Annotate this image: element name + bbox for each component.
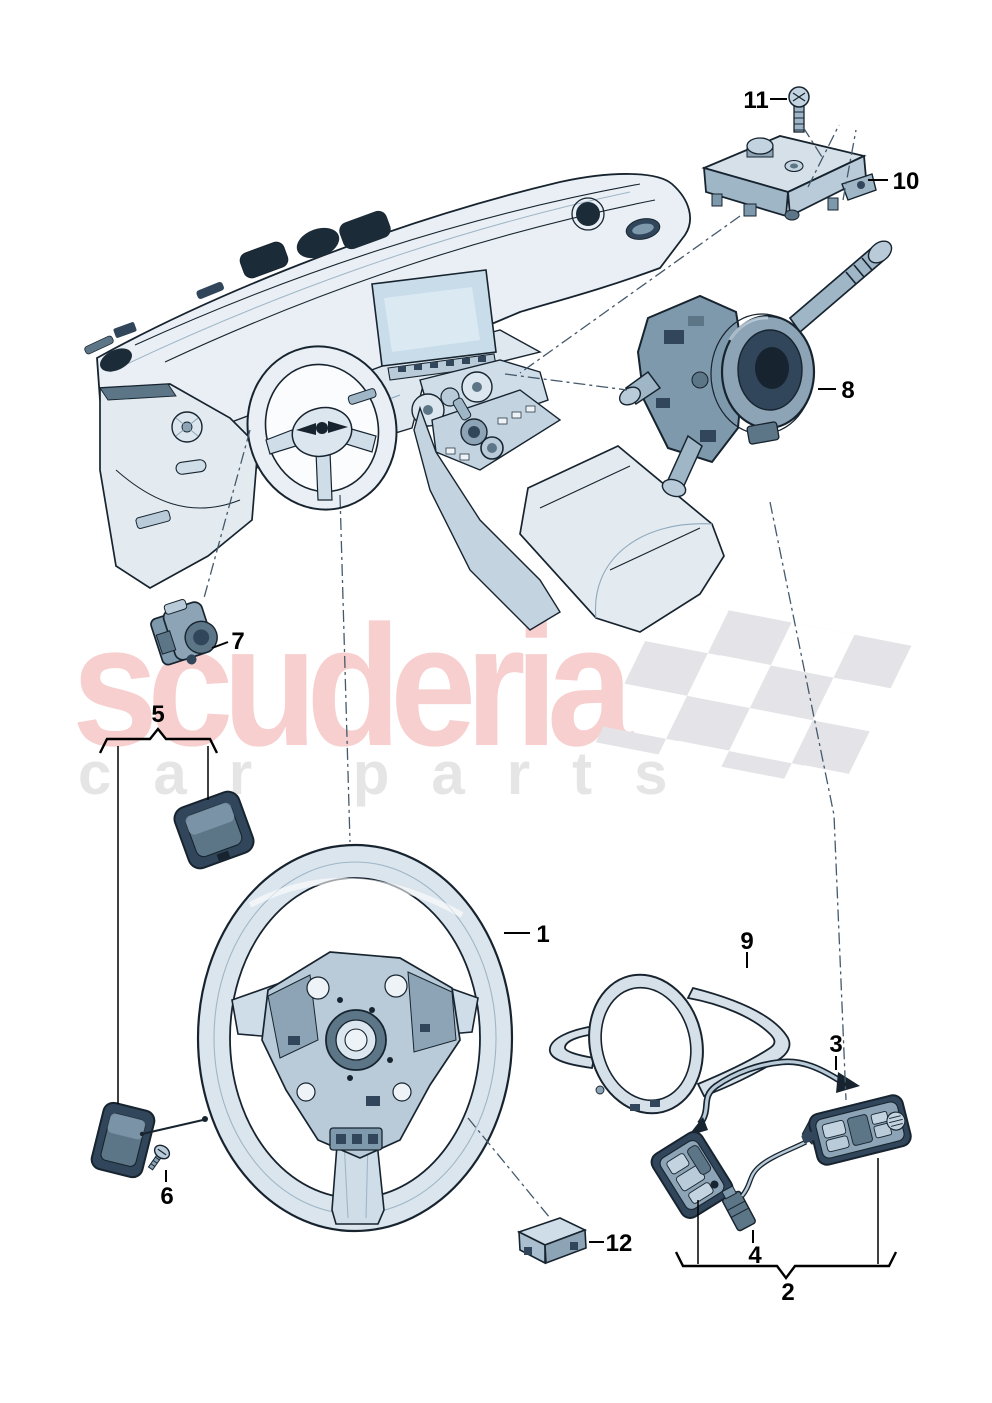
- part-label-1: 1: [536, 921, 549, 948]
- shift-paddle-upper-illustration: [173, 790, 255, 870]
- part-label-3: 3: [829, 1031, 842, 1058]
- multifunction-switch-right-illustration: [801, 1094, 912, 1166]
- control-module-illustration: [701, 135, 877, 221]
- part-label-12: 12: [606, 1230, 633, 1257]
- part-label-9: 9: [740, 928, 753, 955]
- dashboard-steering-wheel: [246, 345, 398, 511]
- bentley-wings-icon: [296, 421, 348, 435]
- part-label-6: 6: [160, 1183, 173, 1210]
- brand-watermark-subtitle: car parts: [78, 740, 710, 807]
- wiring-harness-illustration: [688, 1058, 860, 1136]
- steering-wheel-trim-illustration: [549, 973, 791, 1115]
- part-label-7: 7: [231, 628, 244, 655]
- module-screw-illustration: [788, 86, 810, 133]
- part-label-8: 8: [841, 377, 854, 404]
- assembly-reference-lines: [203, 124, 857, 1219]
- paddle-screw-illustration: [147, 1144, 171, 1171]
- part-label-10: 10: [893, 168, 920, 195]
- shift-paddle-lower-illustration: [90, 1101, 208, 1179]
- part-label-4: 4: [748, 1242, 762, 1269]
- multifunction-switch-left-illustration: [650, 1131, 734, 1219]
- part-label-11: 11: [743, 87, 768, 114]
- steering-column-switch-illustration: [618, 240, 893, 498]
- part-labels: 1 2 3 4 5 6 7 8 9 10 11 12: [151, 87, 919, 1306]
- label-leader-lines: [165, 98, 888, 1243]
- group-bracket-5: [98, 727, 219, 1104]
- group-bracket-2: [674, 1158, 898, 1280]
- control-unit-illustration: [516, 1217, 588, 1265]
- dashboard-illustration: [84, 173, 725, 633]
- connector-illustration: [721, 1131, 815, 1232]
- part-label-5: 5: [151, 701, 164, 728]
- part-label-2: 2: [781, 1279, 794, 1306]
- switch-illustration: [150, 598, 218, 666]
- steering-wheel-illustration: [196, 843, 514, 1233]
